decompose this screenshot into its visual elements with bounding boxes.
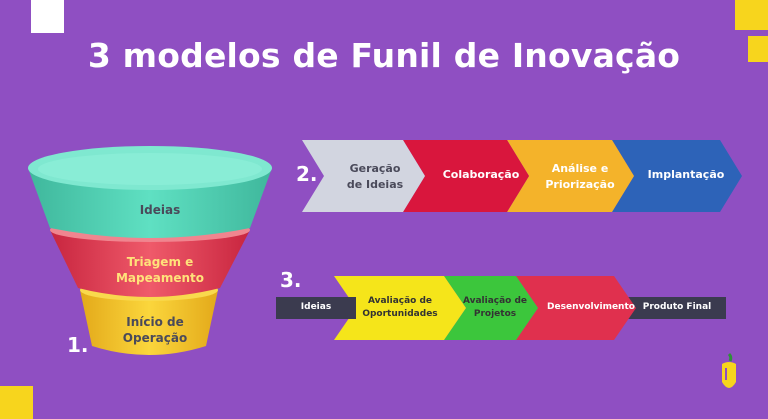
process3-step-4 [516, 276, 636, 340]
process3-label-2: Avaliação de Oportunidades [362, 296, 438, 319]
chevron-process-3 [276, 276, 726, 340]
funnel-label-3: Início de Operação [122, 315, 188, 345]
model-3-number: 3. [280, 268, 302, 292]
process3-step-2 [334, 276, 466, 340]
process3-label-5: Produto Final [642, 302, 712, 312]
process3-label-3: Avaliação de Projetos [462, 296, 528, 319]
funnel-label-2: Triagem e Mapeamento [115, 255, 205, 285]
funnel-diagram [28, 146, 272, 355]
process3-step-3 [444, 276, 538, 340]
funnel-label-1: Ideias [139, 203, 181, 217]
process2-step-3 [507, 140, 634, 212]
decor-square-white [31, 0, 64, 33]
process2-label-3: Análise e Priorização [545, 162, 615, 191]
decor-square-yellow-right [748, 36, 768, 62]
process2-label-2: Colaboração [442, 168, 520, 181]
process2-label-1: Geração de Ideias [346, 162, 404, 191]
process3-label-4: Desenvolvimento [547, 302, 635, 312]
brand-logo-icon [722, 352, 736, 388]
funnel-stage-1 [28, 146, 272, 238]
decor-square-yellow-bottom-left [0, 386, 33, 419]
chevron-process-2 [302, 140, 742, 212]
process2-step-2 [403, 140, 529, 212]
process2-label-4: Implantação [647, 168, 725, 181]
process3-label-1: Ideias [300, 302, 332, 312]
model-2-number: 2. [296, 162, 318, 186]
page-title: 3 modelos de Funil de Inovação [87, 36, 681, 75]
process3-step-1 [276, 297, 356, 319]
process2-step-1 [302, 140, 425, 212]
model-1-number: 1. [67, 333, 89, 357]
process3-step-5 [626, 297, 726, 319]
decor-square-yellow-top-right [735, 0, 768, 30]
process2-step-4 [612, 140, 742, 212]
